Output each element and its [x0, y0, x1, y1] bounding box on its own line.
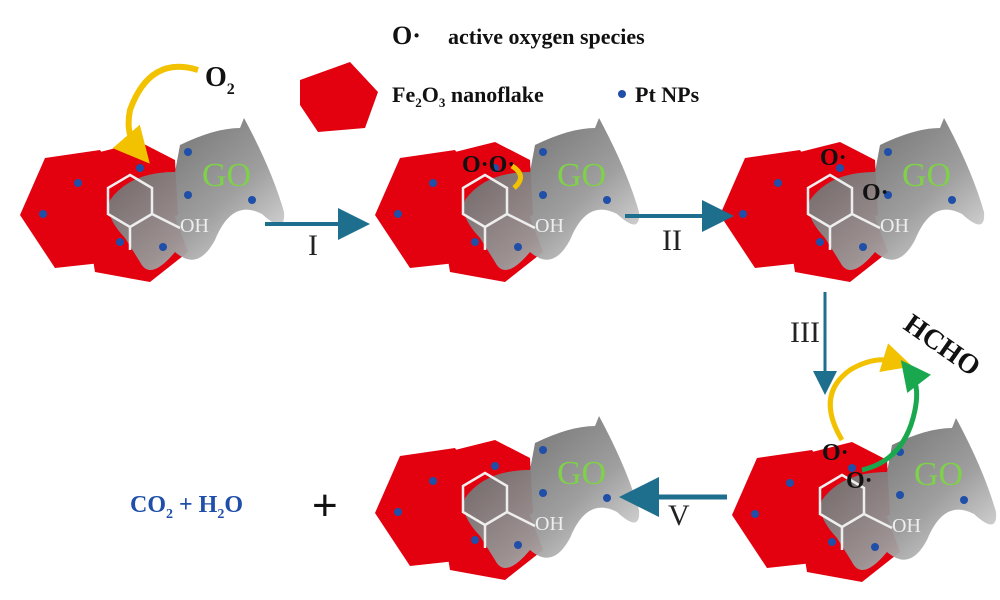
oo-radical-label: O·O· [462, 152, 515, 178]
o2-label: O2 [205, 62, 235, 98]
legend-pt-icon [618, 90, 626, 98]
legend-radical-symbol: O· [392, 21, 421, 50]
legend-radical-label: active oxygen species [448, 24, 645, 49]
o-radical-label: O· [822, 440, 849, 466]
svg-text:OH: OH [892, 515, 921, 537]
catalyst-state-5 [373, 414, 641, 582]
catalyst-state-1 [18, 116, 286, 284]
catalyst-state-2 [373, 116, 641, 284]
products-label: CO2 + H2O [130, 492, 243, 522]
dissociation-hook [510, 163, 523, 190]
plus-sign: + [312, 481, 338, 530]
go-labels: GO GO GO GO GO OH OH OH OH OH [180, 157, 963, 537]
o-radical-label: O· [820, 145, 847, 171]
svg-text:OH: OH [535, 513, 564, 535]
svg-text:GO: GO [914, 456, 963, 493]
legend-pt-label: Pt NPs [635, 82, 700, 107]
catalyst-state-3 [718, 116, 986, 284]
svg-text:GO: GO [557, 455, 606, 492]
o-radical-label: O· [862, 180, 889, 206]
oxidation-arrow-green [861, 360, 932, 473]
svg-text:GO: GO [202, 157, 251, 194]
catalyst-state-4 [730, 416, 998, 584]
legend-flake-icon [300, 62, 378, 132]
step-label-II: II [662, 224, 682, 257]
step-label-III: III [790, 316, 820, 349]
legend-flake-label: Fe2O3 nanoflake [392, 82, 544, 110]
step-label-I: I [308, 229, 318, 262]
svg-text:GO: GO [557, 157, 606, 194]
oxidation-arrow-yellow [827, 343, 913, 442]
svg-text:OH: OH [180, 215, 209, 237]
step-label-V: V [668, 499, 690, 532]
svg-text:OH: OH [535, 215, 564, 237]
o-radical-label: O· [846, 468, 873, 494]
svg-text:GO: GO [902, 157, 951, 194]
svg-text:OH: OH [880, 215, 909, 237]
o2-adsorption-arrow [112, 63, 199, 164]
